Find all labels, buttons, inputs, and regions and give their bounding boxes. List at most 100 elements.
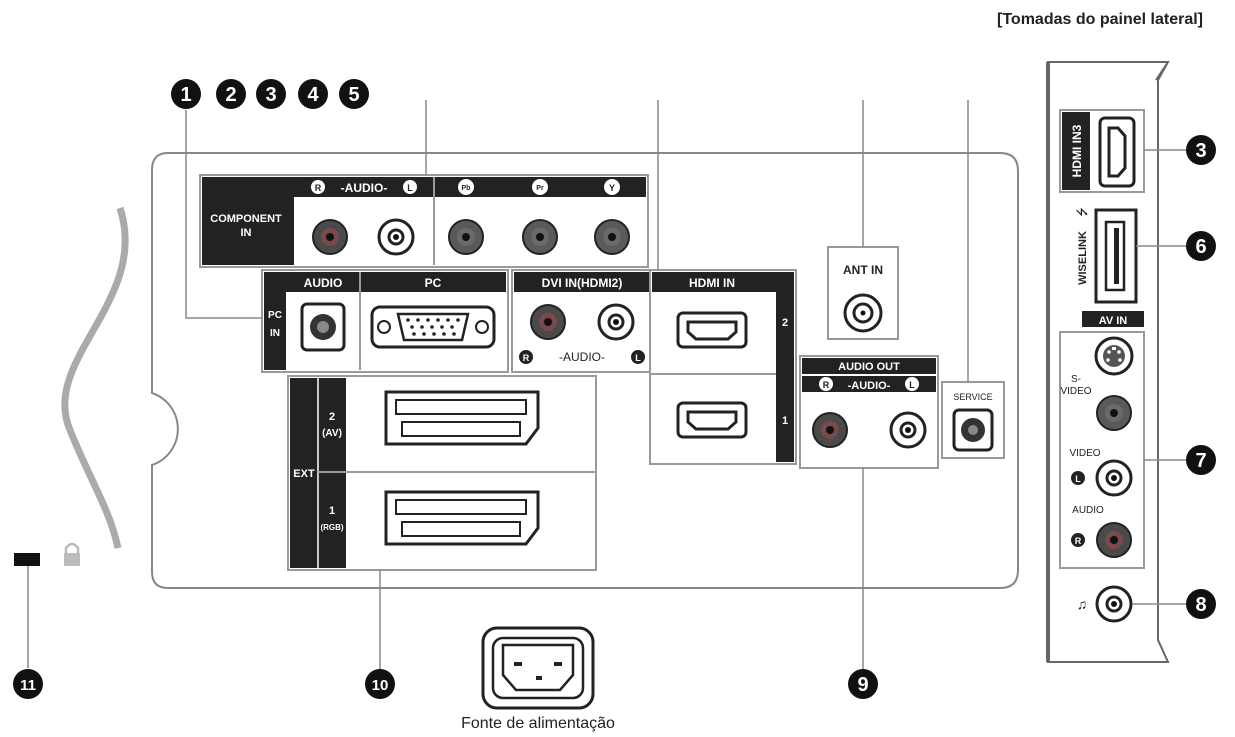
callout-3-side: 3 xyxy=(1186,135,1216,165)
usb-port[interactable] xyxy=(1094,208,1138,304)
ext2-sub-label: (AV) xyxy=(322,428,342,439)
ext-label: EXT xyxy=(293,468,315,480)
audio-out-r-badge xyxy=(819,377,833,391)
ext2-label: 2 xyxy=(329,411,335,423)
av-in-label-bg xyxy=(1082,311,1144,327)
pc-audio-label: AUDIO xyxy=(304,276,343,290)
callout-8: 8 xyxy=(1186,589,1216,619)
component-r-badge xyxy=(311,180,325,194)
kensington-slot xyxy=(14,553,40,566)
video-jack[interactable] xyxy=(1096,395,1132,431)
s-video-jack[interactable] xyxy=(1094,336,1134,376)
callout-7: 7 xyxy=(1186,445,1216,475)
svg-text:9: 9 xyxy=(857,674,868,696)
video-label: VIDEO xyxy=(1069,448,1100,459)
callout-lines xyxy=(185,100,969,670)
side-callout-lines xyxy=(1132,149,1188,605)
svg-text:8: 8 xyxy=(1195,594,1206,616)
component-r: R xyxy=(315,183,322,193)
wiselink-label: WISELINK xyxy=(1077,231,1089,285)
av-in-label: AV IN xyxy=(1099,315,1128,327)
cable-curve xyxy=(61,206,129,549)
audio-out-l: L xyxy=(909,380,915,390)
pc-in-label-2: IN xyxy=(270,328,280,339)
hdmi-in3-label-bg xyxy=(1062,112,1090,190)
side-audio-r-badge xyxy=(1071,533,1085,547)
s-video-label-2: VIDEO xyxy=(1060,386,1091,397)
pr-label: Pr xyxy=(536,185,544,192)
dvi-audio-r-jack[interactable] xyxy=(530,304,566,340)
ant-in-label: ANT IN xyxy=(843,263,883,277)
dvi-audio-label: -AUDIO- xyxy=(559,350,605,364)
component-audio-r-jack[interactable] xyxy=(312,219,348,255)
hdmi-1-label: 1 xyxy=(782,415,788,427)
svg-text:7: 7 xyxy=(1195,450,1206,472)
service-label: SERVICE xyxy=(953,392,992,402)
side-audio-r: R xyxy=(1075,536,1082,546)
svg-text:3: 3 xyxy=(1195,140,1206,162)
callout-9: 9 xyxy=(848,669,878,699)
svg-text:2: 2 xyxy=(225,84,236,106)
audio-out-l-jack[interactable] xyxy=(889,411,927,449)
dvi-r-badge xyxy=(519,350,533,364)
service-jack[interactable] xyxy=(952,408,994,452)
callout-4: 4 xyxy=(298,79,328,109)
lock-icon xyxy=(64,542,80,566)
svg-text:5: 5 xyxy=(348,84,359,106)
component-in-block xyxy=(199,174,649,268)
callout-11: 11 xyxy=(13,669,43,699)
headphone-jack[interactable] xyxy=(1095,585,1133,623)
hdmi-1-port[interactable] xyxy=(676,401,748,439)
usb-icon: ⭍ xyxy=(1075,207,1089,217)
audio-out-r: R xyxy=(823,380,830,390)
callout-10: 10 xyxy=(365,669,395,699)
dvi-r: R xyxy=(523,353,530,363)
side-audio-l: L xyxy=(1075,474,1081,484)
audio-out-l-badge xyxy=(905,377,919,391)
audio-out-audio-label: -AUDIO- xyxy=(848,380,891,392)
dvi-audio-l-jack[interactable] xyxy=(597,303,635,341)
dvi-l-badge xyxy=(631,350,645,364)
hdmi-2-port[interactable] xyxy=(676,311,748,349)
headphone-icon: ♫ xyxy=(1077,596,1088,612)
hdmi-2-label: 2 xyxy=(782,317,788,329)
ext1-scart-port[interactable] xyxy=(384,490,540,546)
pc-audio-jack[interactable] xyxy=(300,302,346,352)
y-label: Y xyxy=(609,183,615,193)
component-in-label-2: IN xyxy=(241,227,252,239)
pc-label: PC xyxy=(425,276,442,290)
ext2-scart-port[interactable] xyxy=(384,390,540,446)
power-socket[interactable] xyxy=(481,626,595,710)
pc-vga-port[interactable] xyxy=(370,305,496,349)
y-badge xyxy=(604,179,620,195)
component-l: L xyxy=(407,183,413,193)
hdmi-in3-label: HDMI IN3 xyxy=(1070,124,1084,177)
svg-text:6: 6 xyxy=(1195,236,1206,258)
callout-5: 5 xyxy=(339,79,369,109)
component-y-jack[interactable] xyxy=(594,219,630,255)
pb-label: Pb xyxy=(462,185,471,192)
hdmi-in3-port[interactable] xyxy=(1098,116,1136,188)
component-audio-l-jack[interactable] xyxy=(377,218,415,256)
callout-3: 3 xyxy=(256,79,286,109)
power-label: Fonte de alimentação xyxy=(461,715,615,732)
callout-6: 6 xyxy=(1186,231,1216,261)
pc-in-label: PC xyxy=(268,310,282,321)
component-pb-jack[interactable] xyxy=(448,219,484,255)
side-audio-r-jack[interactable] xyxy=(1096,522,1132,558)
component-pr-jack[interactable] xyxy=(522,219,558,255)
audio-out-block xyxy=(799,355,939,469)
callout-2: 2 xyxy=(216,79,246,109)
component-audio-label: -AUDIO- xyxy=(341,181,388,195)
dvi-l: L xyxy=(635,353,641,363)
ant-in-jack[interactable] xyxy=(843,293,883,333)
side-audio-l-badge xyxy=(1071,471,1085,485)
side-audio-l-jack[interactable] xyxy=(1095,459,1133,497)
ext1-label: 1 xyxy=(329,505,335,517)
audio-out-r-jack[interactable] xyxy=(812,412,848,448)
s-video-label: S- xyxy=(1071,374,1081,385)
svg-text:11: 11 xyxy=(20,677,36,694)
audio-out-label: AUDIO OUT xyxy=(838,361,900,373)
hdmi-in-block xyxy=(649,269,797,465)
